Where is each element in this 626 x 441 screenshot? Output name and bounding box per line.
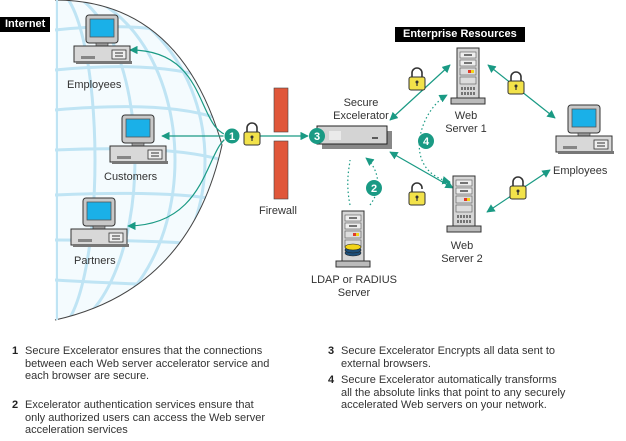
connection-webserver2 [389,151,454,189]
lock-icon-ws1-excelerator [408,67,426,91]
employees-enterprise-computer-icon [555,104,615,155]
employees-enterprise-label: Employees [553,165,608,177]
internet-header: Internet [0,17,51,32]
partners-label: Partners [74,255,116,267]
svg-text:3: 3 [314,131,320,143]
web-server-2-icon [446,175,482,233]
badge-2: 2 [366,180,382,196]
enterprise-resources-header: Enterprise Resources [395,27,525,42]
customers-label: Customers [104,171,158,183]
ldap-server-label: LDAP or RADIUS Server [311,274,397,299]
svg-text:4: 4 [423,136,430,148]
web-server-1-label: Web Server 1 [445,110,487,135]
link-transform-path [418,94,451,185]
employees-internet-label: Employees [67,79,122,91]
note-2: 2 Excelerator authentication services en… [12,399,266,436]
badge-1: 1 [223,127,241,145]
internet-connections [127,45,309,231]
connection-partners [127,135,231,231]
badge-4: 4 [418,133,434,149]
svg-text:1: 1 [229,131,235,143]
secure-excelerator-label: Secure Excelerator [333,97,389,122]
firewall-label: Firewall [259,205,297,217]
note-4: 4 Secure Excelerator automatically trans… [328,374,566,411]
ldap-server-icon [335,210,371,268]
secure-excelerator-icon [316,125,392,149]
note-3: 3 Secure Excelerator Encrypts all data s… [328,345,555,370]
lock-icon-ws1-employees [507,71,525,95]
ldap-link-b [365,157,379,206]
ldap-link-a [347,159,351,206]
svg-text:2: 2 [371,183,377,195]
connection-webserver1 [389,64,451,121]
lock-open-icon-ws2-excelerator [408,182,426,206]
web-server-2-label: Web Server 2 [441,240,483,265]
web-server-1-icon [450,47,486,105]
note-1: 1 Secure Excelerator ensures that the co… [12,345,270,382]
lock-icon-firewall [243,122,261,146]
firewall-icon [273,87,289,200]
lock-icon-ws2-employees [509,176,527,200]
badge-3: 3 [309,128,325,144]
connection-employees [129,45,231,137]
